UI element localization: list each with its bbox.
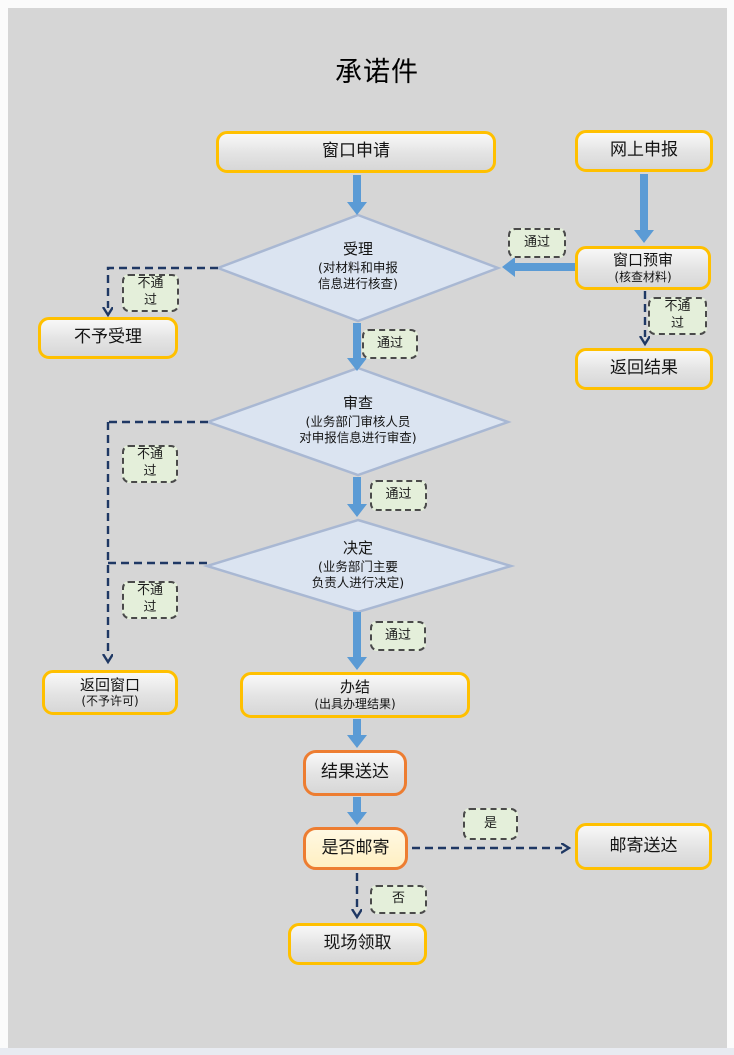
decision-decide-label: 决定 (342, 539, 373, 557)
arrow-decide-to-complete (347, 612, 367, 670)
node-window-preview-label: 窗口预审 (612, 251, 673, 270)
arrow-accept-to-review (347, 323, 367, 371)
node-onsite-pickup-label: 现场领取 (323, 933, 392, 954)
edge-label-decide-pass: 通过 (370, 621, 426, 651)
dashed-accept-fail (108, 266, 218, 308)
node-result-delivery-label: 结果送达 (321, 762, 389, 783)
arrow-review-to-decide (347, 477, 367, 517)
decision-decide-text: 决定 (业务部门主要 负责人进行决定) (238, 539, 478, 591)
node-return-window: 返回窗口 (不予许可) (42, 670, 178, 715)
decision-review-label: 审查 (342, 394, 373, 412)
edge-label-accept-fail: 不通过 (122, 274, 179, 312)
decision-accept-sub2: 信息进行核查) (318, 275, 398, 291)
decision-accept-label: 受理 (342, 240, 373, 258)
edge-label-mail-no: 否 (370, 885, 427, 914)
node-window-preview: 窗口预审 (核查材料) (575, 246, 711, 290)
node-window-apply-label: 窗口申请 (322, 141, 390, 162)
node-window-apply: 窗口申请 (216, 131, 496, 173)
node-reject-accept-label: 不予受理 (74, 327, 142, 348)
node-return-window-label: 返回窗口 (79, 675, 140, 694)
arrow-complete-to-delivery (347, 719, 367, 748)
decision-decide-sub2: 负责人进行决定) (311, 574, 405, 590)
page-bottom-strip (0, 1048, 734, 1055)
node-online-declare: 网上申报 (575, 130, 713, 172)
node-result-delivery: 结果送达 (303, 750, 407, 796)
decision-review-sub2: 对申报信息进行审查) (299, 429, 417, 445)
arrow-apply-to-accept (347, 175, 367, 215)
decision-review-text: 审查 (业务部门审核人员 对申报信息进行审查) (228, 394, 488, 446)
arrow-delivery-to-maildecision (347, 797, 367, 825)
node-window-preview-sub: (核查材料) (614, 269, 672, 284)
node-mail-decision: 是否邮寄 (303, 827, 408, 870)
node-complete: 办结 (出具办理结果) (240, 672, 470, 718)
edge-label-review-fail: 不通过 (122, 445, 178, 483)
arrow-declare-to-preview (634, 174, 654, 243)
node-reject-accept: 不予受理 (38, 317, 178, 359)
node-complete-label: 办结 (339, 678, 370, 697)
decision-accept-sub1: (对材料和申报 (318, 259, 398, 275)
decision-review-sub1: (业务部门审核人员 (305, 413, 411, 429)
edge-label-mail-yes: 是 (463, 808, 518, 840)
arrow-preview-to-accept (502, 257, 575, 277)
node-complete-sub: (出具办理结果) (314, 696, 396, 711)
node-mail-delivery: 邮寄送达 (575, 823, 712, 870)
decision-decide-sub1: (业务部门主要 (318, 558, 398, 574)
edge-label-review-pass: 通过 (370, 480, 427, 511)
node-return-result-label: 返回结果 (610, 358, 678, 379)
decision-accept-shape (214, 213, 502, 323)
decision-accept-text: 受理 (对材料和申报 信息进行核查) (238, 240, 478, 292)
node-mail-delivery-label: 邮寄送达 (609, 835, 678, 856)
node-return-window-sub: (不予许可) (81, 694, 139, 709)
edge-label-preview-pass: 通过 (508, 228, 566, 258)
node-mail-decision-label: 是否邮寄 (321, 837, 390, 858)
edge-label-preview-fail: 不通过 (648, 297, 707, 335)
node-onsite-pickup: 现场领取 (288, 923, 427, 965)
node-return-result: 返回结果 (575, 348, 713, 390)
edge-label-accept-pass: 通过 (362, 329, 418, 359)
edge-label-decide-fail: 不通过 (122, 581, 178, 619)
page-title: 承诺件 (335, 57, 419, 88)
node-online-declare-label: 网上申报 (610, 140, 678, 161)
decision-review-shape (204, 366, 512, 477)
